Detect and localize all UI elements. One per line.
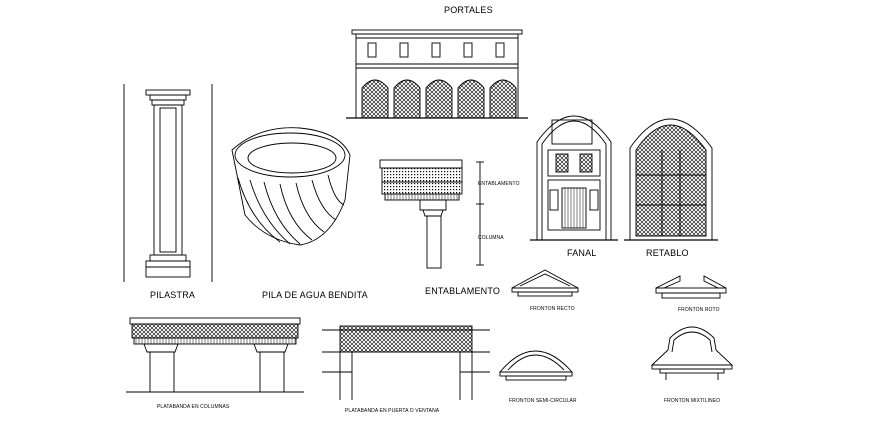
label-entablamento-dim: ENTABLAMENTO	[478, 181, 520, 187]
label-platabanda-columnas: PLATABANDA EN COLUMNAS	[157, 404, 230, 410]
label-portales: PORTALES	[444, 5, 493, 15]
retablo-drawing	[624, 118, 718, 241]
pila-drawing	[231, 127, 351, 246]
label-entablamento: ENTABLAMENTO	[425, 286, 501, 296]
label-fanal: FANAL	[567, 248, 597, 258]
label-platabanda-puerta: PLATABANDA EN PUERTA O VENTANA	[345, 408, 440, 414]
platabanda-columnas-drawing	[126, 317, 304, 393]
entablamento-drawing	[379, 159, 484, 269]
label-pila: PILA DE AGUA BENDITA	[262, 290, 368, 300]
fronton-roto-drawing	[655, 275, 727, 299]
platabanda-puerta-drawing	[322, 325, 490, 400]
label-fronton-mixti: FRONTON MIXTILINEO	[664, 398, 721, 404]
fronton-semi-drawing	[499, 350, 573, 381]
fronton-mixti-drawing	[650, 326, 734, 380]
label-fronton-semi: FRONTON SEMI-CIRCULAR	[509, 398, 577, 404]
label-fronton-recto: FRONTON RECTO	[530, 306, 575, 312]
label-columna-dim: COLUMNA	[478, 235, 504, 241]
label-fronton-roto: FRONTON ROTO	[678, 307, 720, 313]
label-retablo: RETABLO	[646, 248, 689, 258]
label-pilastra: PILASTRA	[150, 290, 196, 300]
fanal-drawing	[530, 115, 618, 241]
fronton-recto-drawing	[511, 269, 579, 297]
pilastra-drawing	[123, 84, 213, 282]
portales-drawing	[346, 29, 528, 119]
